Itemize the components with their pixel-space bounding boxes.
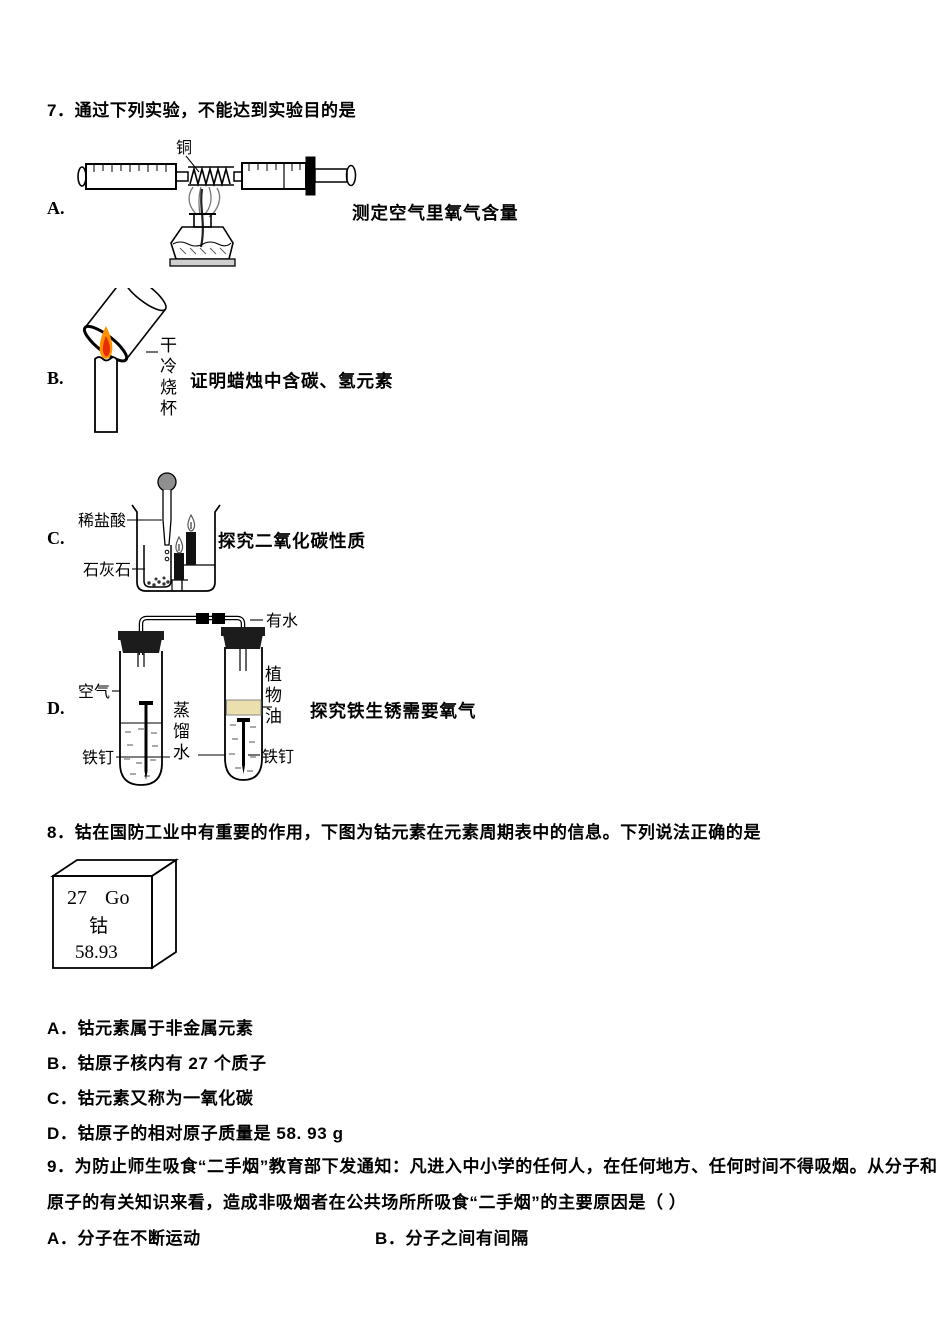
alcohol-lamp [169,213,236,267]
element-symbol: Go [105,887,129,909]
distilled-water-label: 蒸馏水 [170,701,189,764]
atomic-mass: 58.93 [75,942,118,963]
q8-title: 8．钴在国防工业中有重要的作用，下图为钴元素在元素周期表中的信息。下列说法正确的… [47,823,762,842]
dry-cold-beaker-label: 干冷烧杯 [157,336,176,420]
dilute-hcl-label: 稀盐酸 [78,512,126,530]
step-platform [181,564,215,591]
q7-title: 7．通过下列实验，不能达到实验目的是 [47,101,357,120]
flame-inner [102,336,110,357]
q9-option-b: B．分子之间有间隔 [375,1229,529,1248]
limestone-label: 石灰石 [83,561,131,579]
limestone-cup [143,545,172,588]
right-syringe [241,156,357,196]
step-platform-low [171,579,188,591]
copper-coil-tube [188,165,243,188]
left-syringe [77,163,189,190]
q7-option-c-caption: 探究二氧化碳性质 [218,531,366,551]
vegetable-oil-layer [226,699,262,716]
q8-option-b: B．钴原子核内有 27 个质子 [47,1054,267,1073]
left-test-tube [118,631,164,786]
q7-option-a-caption: 测定空气里氧气含量 [352,203,519,223]
diagram-d-rusting-experiment: 有水 空气 [78,612,298,786]
element-box-top-face [50,859,179,877]
q7-option-b-letter: B. [47,368,64,388]
iron-nail-right-label: 铁钉 [262,748,294,766]
right-test-tube [221,627,265,781]
iron-nail-left-label: 铁钉 [82,749,114,767]
diagram-c-co2-experiment: 稀盐酸 石灰石 [78,472,221,592]
beaker [131,504,221,592]
q8-option-c: C．钴元素又称为一氧化碳 [47,1089,254,1108]
atomic-number: 27 [67,887,87,909]
short-candle [174,535,184,580]
copper-label: 铜 [176,139,192,157]
lamp-wick [199,188,204,248]
q8-option-d: D．钴原子的相对原子质量是 58. 93 g [47,1124,344,1143]
q7-option-b-caption: 证明蜡烛中含碳、氢元素 [190,371,394,391]
diagram-b-candle-beaker [82,288,167,433]
has-water-label: 有水 [266,612,298,630]
cobalt-element-box: 27 Go 钴 58.93 [50,858,179,970]
q7-option-d-letter: D. [47,698,65,718]
q7-option-d-caption: 探究铁生锈需要氧气 [310,701,477,721]
vegetable-oil-label: 植物油 [262,665,281,728]
q7-option-a-letter: A. [47,198,65,218]
q8-option-a: A．钴元素属于非金属元素 [47,1019,254,1038]
q9-title-line1: 9．为防止师生吸食“二手烟”教育部下发通知：凡进入中小学的任何人，在任何地方、任… [47,1157,938,1176]
candle-body [94,356,118,433]
element-name: 钴 [89,915,108,937]
q9-title-line2: 原子的有关知识来看，造成非吸烟者在公共场所所吸食“二手烟”的主要原因是（ ） [47,1193,687,1212]
diagram-a-oxygen-apparatus: 铜 [77,139,357,267]
air-label: 空气 [78,683,110,701]
tall-candle [186,513,196,565]
element-box-right-face [151,858,177,970]
q7-option-c-letter: C. [47,528,65,548]
flame-wisps [188,186,221,218]
dropper [157,472,177,562]
q9-option-a: A．分子在不断运动 [47,1229,201,1248]
copper-pointer-line [185,155,200,173]
connecting-tube [138,613,246,655]
